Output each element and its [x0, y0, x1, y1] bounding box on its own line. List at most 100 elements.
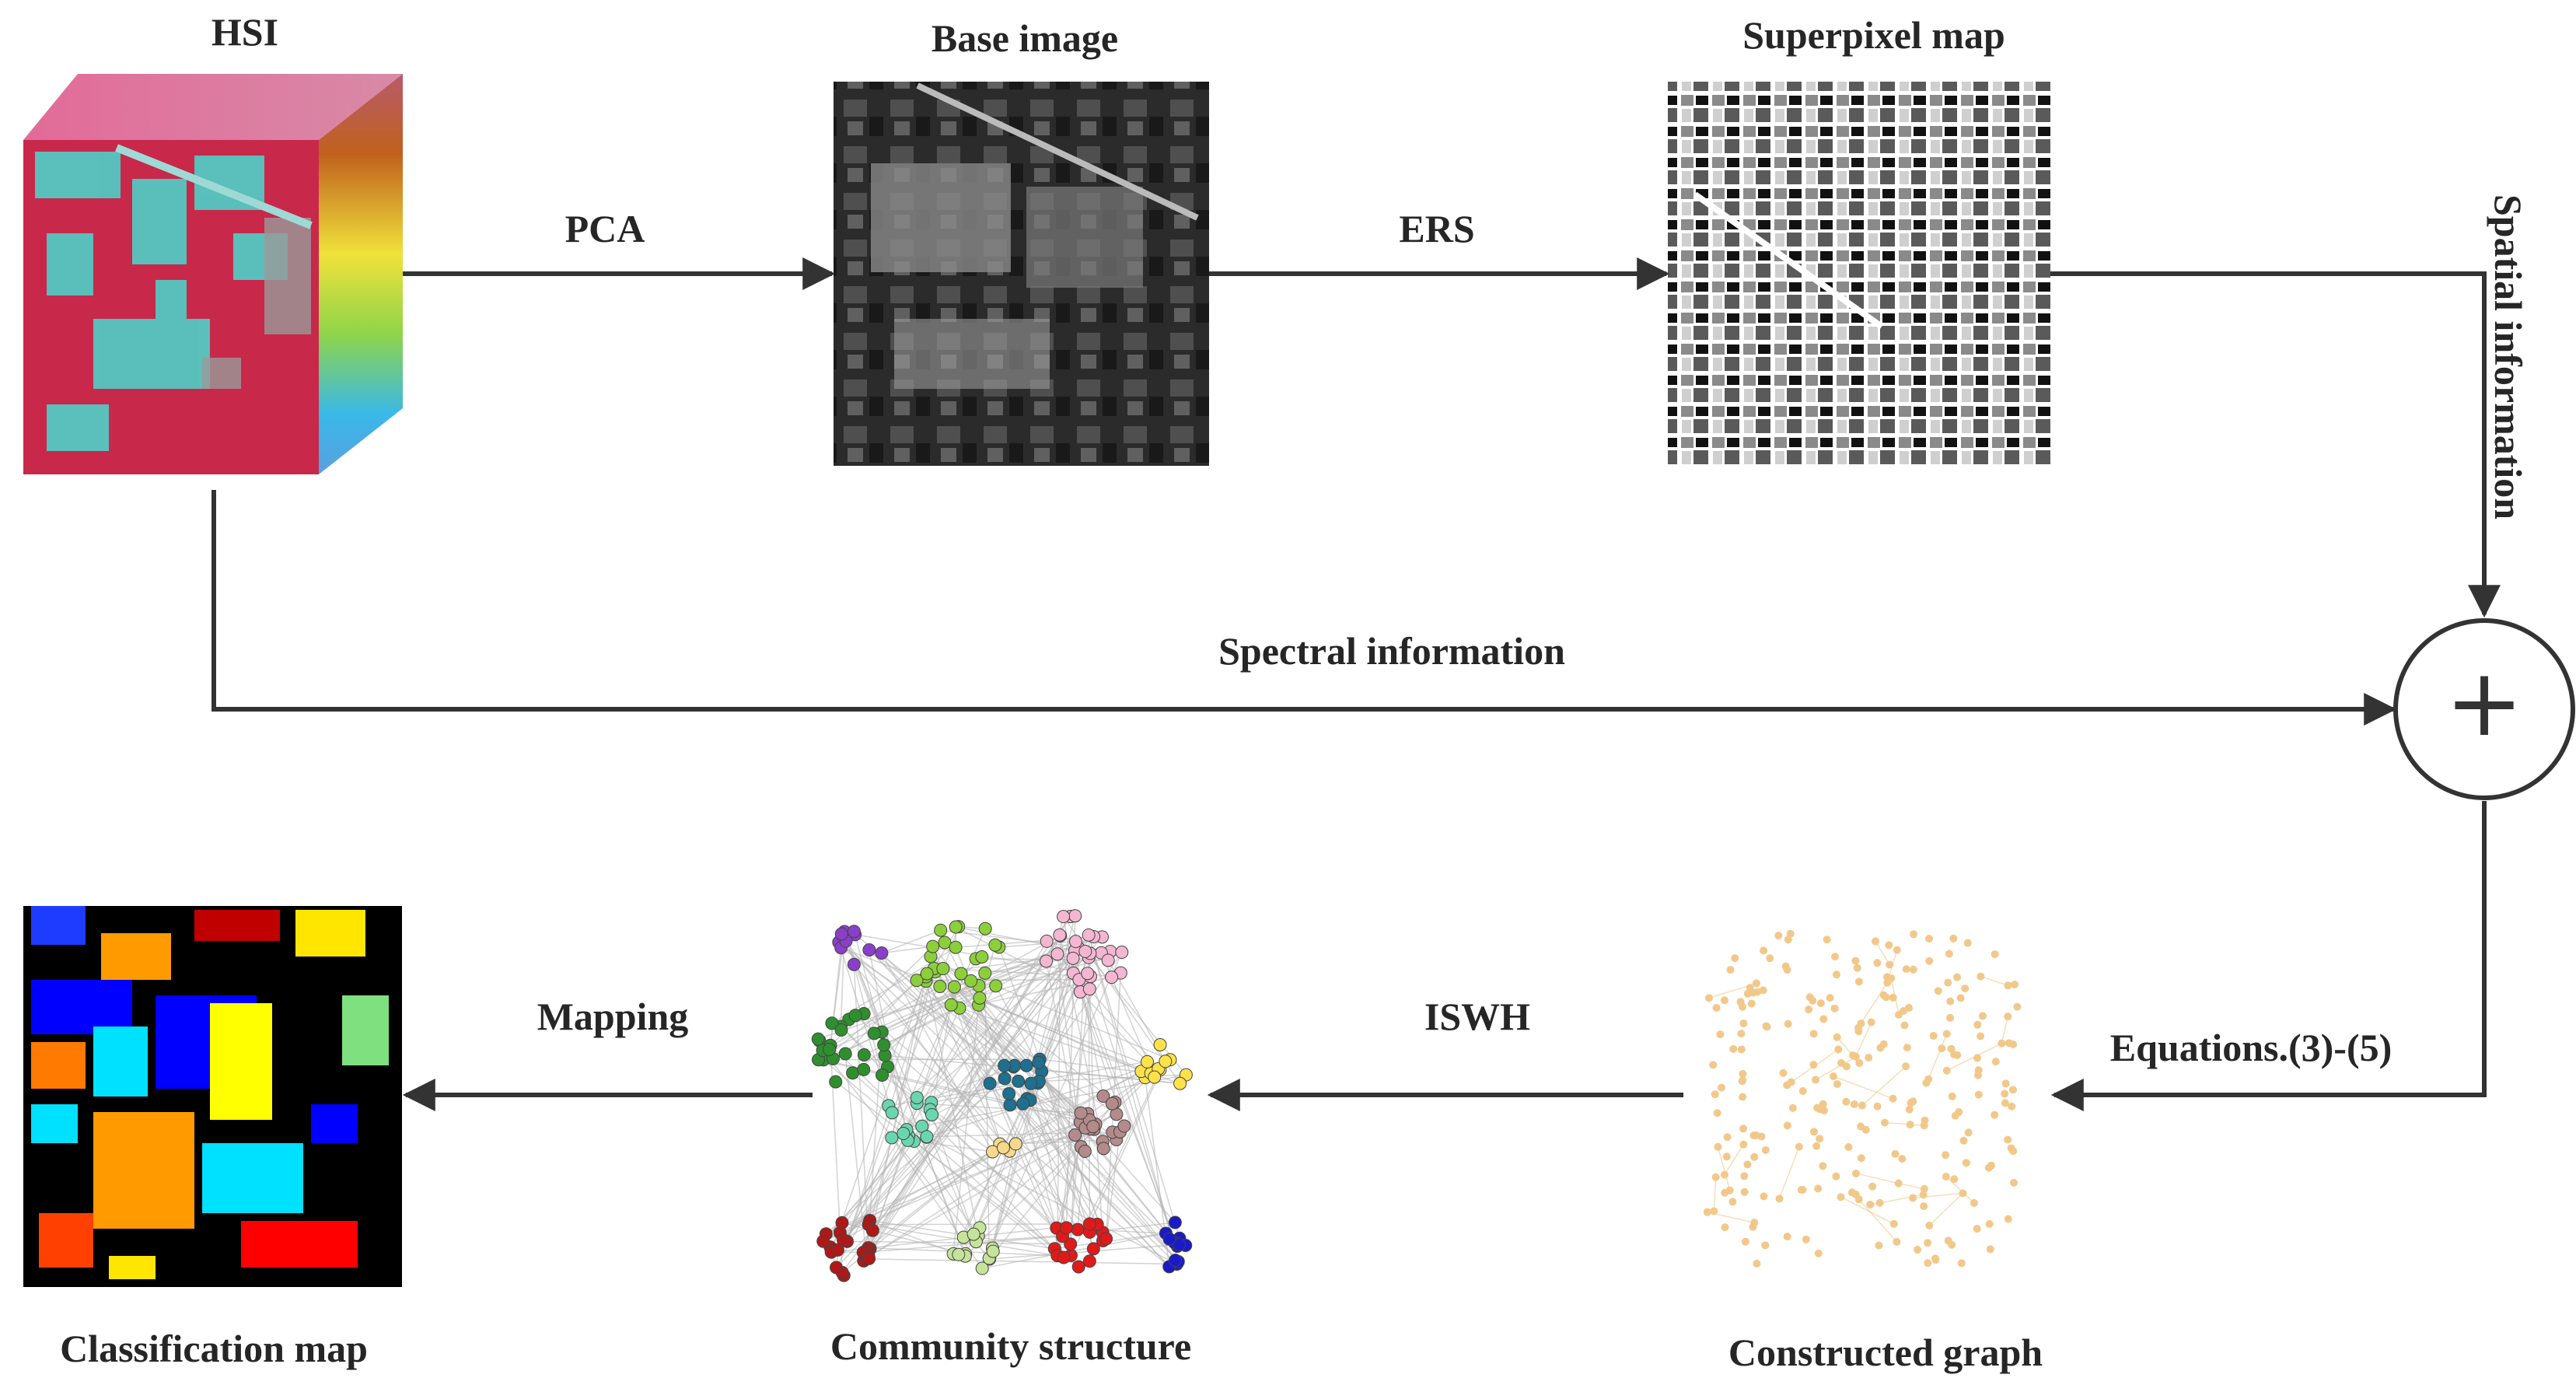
graph-node	[1942, 1030, 1951, 1038]
community-node	[1153, 1038, 1167, 1052]
graph-node	[1823, 936, 1831, 944]
hsi-label: HSI	[211, 10, 279, 54]
community-edge	[822, 985, 941, 1051]
superpixel-map-label: Superpixel map	[1742, 13, 2005, 57]
community-node	[1008, 1137, 1022, 1151]
community-node	[1162, 1232, 1176, 1246]
graph-node	[1959, 1136, 1968, 1145]
graph-node	[1957, 1259, 1966, 1268]
community-node	[1003, 1098, 1017, 1112]
community-node	[846, 1066, 860, 1080]
hsi-cube-top	[23, 74, 403, 140]
fusion-symbol: +	[2445, 649, 2524, 757]
graph-node	[1934, 987, 1942, 995]
graph-node	[1783, 1121, 1791, 1130]
graph-node	[1830, 1004, 1839, 1013]
community-node	[1082, 928, 1096, 942]
community-node	[823, 1043, 837, 1057]
graph-node	[1837, 1193, 1845, 1201]
graph-node	[1775, 1194, 1784, 1203]
community-edge	[954, 986, 1155, 1078]
community-node	[983, 1076, 997, 1090]
community-node	[1115, 946, 1129, 960]
community-node	[862, 1251, 876, 1265]
graph-node	[2001, 1089, 2009, 1098]
graph-node	[1761, 1145, 1770, 1154]
graph-node	[1737, 1030, 1746, 1038]
graph-node	[2001, 1099, 2009, 1107]
graph-node	[1946, 997, 1955, 1006]
graph-node	[1709, 1061, 1718, 1069]
graph-node	[1832, 1172, 1840, 1180]
graph-node	[1879, 991, 1888, 999]
spatial-arrow	[2050, 271, 2501, 618]
community-node	[920, 967, 934, 981]
graph-node	[1738, 1002, 1746, 1011]
community-edge	[847, 1240, 1071, 1245]
community-edge	[881, 929, 941, 954]
graph-node	[1985, 1219, 1994, 1228]
community-node	[857, 1062, 871, 1076]
community-node	[867, 1027, 881, 1041]
graph-node	[1851, 957, 1860, 965]
community-edge	[914, 1061, 1166, 1142]
graph-node	[2004, 981, 2012, 990]
graph-edge	[1928, 1034, 1948, 1080]
graph-node	[1711, 1090, 1719, 1099]
graph-node	[1809, 996, 1817, 1005]
community-node	[975, 1261, 989, 1275]
graph-node	[1857, 1122, 1865, 1131]
community-node	[1068, 1128, 1082, 1142]
graph-edge	[1875, 941, 1890, 965]
graph-node	[2008, 1102, 2016, 1110]
community-edge	[931, 1082, 1032, 1103]
community-edge	[844, 931, 966, 1257]
graph-node	[1781, 962, 1790, 971]
graph-node	[1714, 1142, 1722, 1151]
graph-node	[1784, 936, 1792, 944]
hsi-false-color-patches	[35, 152, 288, 451]
graph-node	[1986, 1245, 1994, 1254]
community-edge	[865, 1258, 1177, 1265]
graph-node	[1974, 1090, 1983, 1099]
community-node	[933, 979, 947, 993]
graph-node	[1977, 972, 1985, 981]
community-edge	[841, 946, 1161, 1071]
graph-node	[1779, 1068, 1788, 1077]
community-edge	[846, 926, 959, 1242]
graph-node	[1739, 1019, 1748, 1027]
community-node	[834, 1023, 848, 1037]
community-node	[1019, 1058, 1033, 1072]
community-edge	[1072, 958, 1176, 1243]
community-edge	[869, 1219, 959, 1256]
graph-node	[1945, 950, 1953, 958]
graph-node	[1850, 1100, 1858, 1109]
community-edge	[964, 992, 1082, 1257]
graph-node	[1797, 1186, 1805, 1194]
graph-node	[2010, 980, 2019, 988]
graph-edge	[2001, 1016, 2009, 1044]
graph-node	[1812, 1142, 1821, 1150]
graph-node	[1924, 1239, 1932, 1247]
graph-node	[1973, 1020, 1982, 1029]
community-node	[835, 1215, 849, 1229]
community-node	[934, 923, 948, 937]
community-node	[1159, 1054, 1173, 1068]
community-edge	[1018, 1080, 1179, 1262]
iswh-label: ISWH	[1424, 995, 1531, 1038]
graph-edge	[1945, 1176, 1975, 1204]
graph-node	[1885, 941, 1893, 950]
graph-node	[1944, 1236, 1952, 1245]
graph-node	[1906, 1121, 1914, 1129]
community-node	[1057, 910, 1071, 924]
graph-node	[1816, 1135, 1824, 1143]
graph-node	[1761, 1241, 1770, 1250]
community-edge	[853, 964, 883, 1075]
graph-node	[1832, 971, 1840, 979]
graph-node	[1872, 937, 1880, 946]
graph-node	[1816, 999, 1825, 1008]
community-edge	[881, 946, 933, 954]
community-node	[1117, 1119, 1131, 1133]
community-edge	[998, 940, 1076, 948]
